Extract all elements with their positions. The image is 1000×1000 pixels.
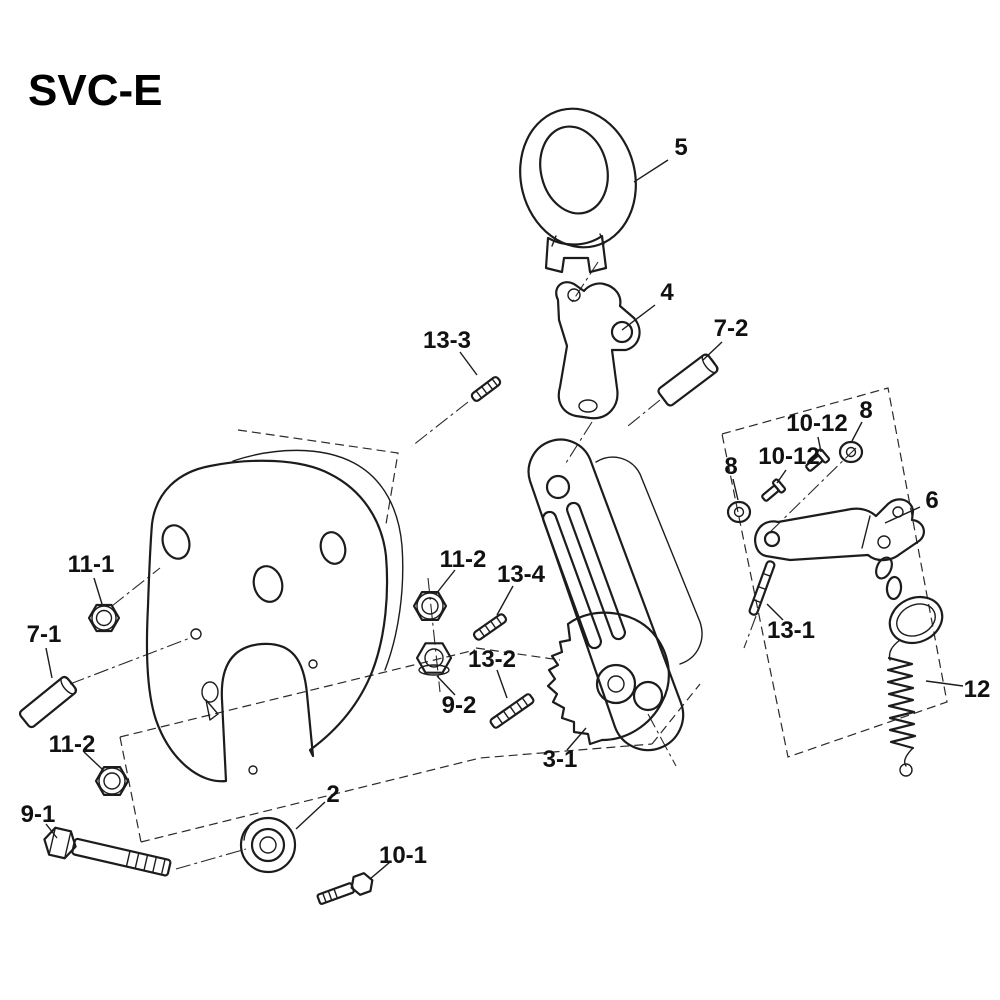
part-label-9-2: 9-2 [442,692,477,719]
part-label-7-1: 7-1 [27,621,62,648]
part-label-9-1: 9-1 [21,801,56,828]
part-screw-10-1 [316,872,374,905]
part-spring-pin-13-2 [489,693,535,729]
part-bolt-9-1 [43,826,172,877]
part-label-13-3: 13-3 [423,327,471,354]
part-label-8b: 8 [724,453,737,480]
part-shackle [519,107,637,274]
part-label-11-1: 11-1 [68,551,115,578]
part-label-11-2a: 11-2 [440,546,487,573]
part-pin-7-2 [657,353,719,407]
part-roller [239,816,297,874]
part-label-13-2: 13-2 [468,646,516,673]
part-pin-7-1 [18,675,78,729]
part-label-8a: 8 [859,397,872,424]
part-label-10-1: 10-1 [379,842,427,869]
part-label-5: 5 [674,134,687,161]
part-clevis [555,281,641,420]
phantom-lines [119,387,948,843]
part-label-6: 6 [925,487,938,514]
part-pin-13-1 [748,560,776,616]
part-label-11-2b: 11-2 [49,731,96,758]
part-nut-11-1 [87,603,121,633]
part-label-7-2: 7-2 [714,315,749,342]
part-spring-pin-13-4 [472,613,508,641]
part-screw-10-12b [761,478,787,502]
part-handle [754,498,944,645]
part-spring-pin-13-3 [470,376,502,402]
part-cam [546,611,670,746]
leader-lines [45,159,964,880]
part-label-4: 4 [660,279,674,306]
part-label-10-12a: 10-12 [786,410,847,437]
part-nut-9-2 [415,642,453,676]
part-body-plate [145,449,404,783]
part-screw-10-12a [805,448,831,472]
part-label-13-4: 13-4 [497,561,546,588]
part-washer-8a [838,440,864,464]
part-washer-8b [726,500,752,524]
callout-labels: SVC-E 5 4 7-2 13-3 10-12 8 10-12 8 6 11-… [21,66,991,869]
diagram-title: SVC-E [28,66,162,115]
part-label-2: 2 [326,781,339,808]
part-nut-11-2a [412,590,448,622]
part-arm-link [527,438,703,752]
part-spring [886,639,917,777]
part-label-13-1: 13-1 [767,617,815,644]
part-label-12: 12 [964,676,991,703]
part-nut-11-2b [94,765,130,797]
part-label-10-12b: 10-12 [758,443,819,470]
part-label-3-1: 3-1 [543,746,578,773]
